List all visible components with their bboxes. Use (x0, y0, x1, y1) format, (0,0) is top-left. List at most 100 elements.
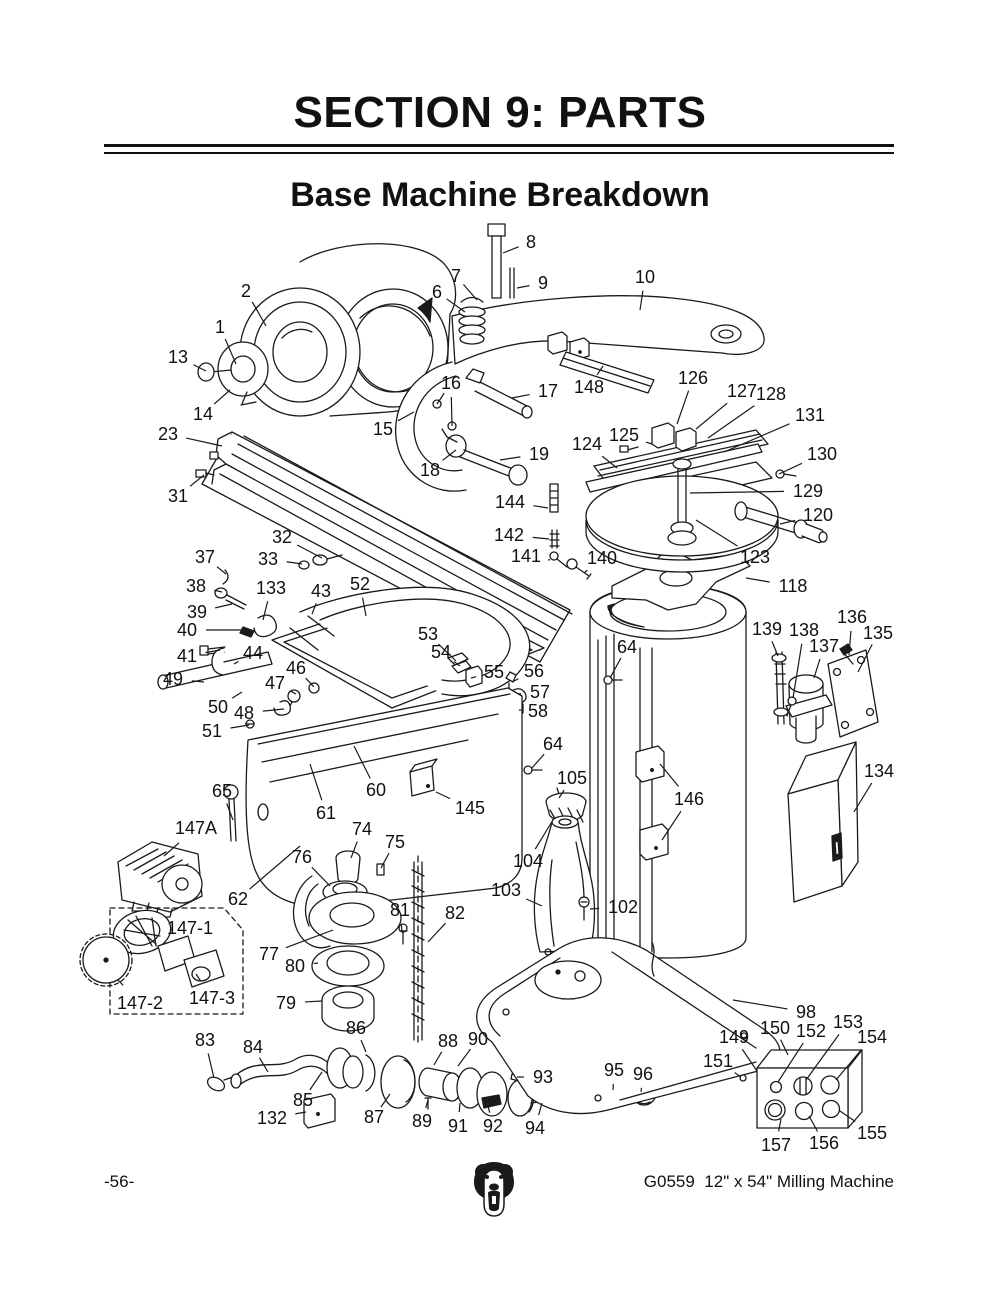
part-callout-136: 136 (836, 607, 868, 627)
part-callout-90: 90 (467, 1029, 489, 1049)
part-callout-58: 58 (527, 701, 549, 721)
part-callout-46: 46 (285, 658, 307, 678)
part-callout-43: 43 (310, 581, 332, 601)
part-callout-127: 127 (726, 381, 758, 401)
part-callout-151: 151 (702, 1051, 734, 1071)
head-assembly (197, 243, 457, 417)
part-callout-85: 85 (292, 1090, 314, 1110)
part-callout-57: 57 (529, 682, 551, 702)
part-callout-120: 120 (802, 505, 834, 525)
part-callout-124: 124 (571, 434, 603, 454)
part-callout-14: 14 (192, 404, 214, 424)
machine-base (476, 937, 781, 1115)
part-callout-9: 9 (537, 273, 549, 293)
part-callout-83: 83 (194, 1030, 216, 1050)
page-number: -56- (104, 1172, 135, 1191)
part-callout-17: 17 (537, 381, 559, 401)
part-callout-54: 54 (430, 642, 452, 662)
part-callout-131: 131 (794, 405, 826, 425)
grizzly-bear-logo (474, 1162, 514, 1217)
part-callout-150: 150 (759, 1018, 791, 1038)
part-callout-133: 133 (255, 578, 287, 598)
part-callout-38: 38 (185, 576, 207, 596)
part-callout-16: 16 (440, 373, 462, 393)
part-callout-157: 157 (760, 1135, 792, 1155)
part-callout-47: 47 (264, 673, 286, 693)
part-callout-105: 105 (556, 768, 588, 788)
part-callout-102: 102 (607, 897, 639, 917)
part-callout-64: 64 (616, 637, 638, 657)
part-callout-153: 153 (832, 1012, 864, 1032)
motor-and-fan-kit (79, 841, 244, 1015)
top-fasteners (458, 223, 515, 345)
part-callout-103: 103 (490, 880, 522, 900)
part-callout-31: 31 (167, 486, 189, 506)
part-callout-62: 62 (227, 889, 249, 909)
part-callout-147-2: 147-2 (116, 993, 164, 1013)
part-callout-7: 7 (450, 266, 462, 286)
part-callout-88: 88 (437, 1031, 459, 1051)
part-callout-145: 145 (454, 798, 486, 818)
part-callout-138: 138 (788, 620, 820, 640)
part-callout-40: 40 (176, 620, 198, 640)
part-callout-125: 125 (608, 425, 640, 445)
title-divider (104, 144, 894, 154)
part-callout-140: 140 (586, 548, 618, 568)
part-callout-134: 134 (863, 761, 895, 781)
part-callout-91: 91 (447, 1116, 469, 1136)
part-callout-10: 10 (634, 267, 656, 287)
part-callout-118: 118 (778, 576, 808, 596)
part-callout-1: 1 (214, 317, 226, 337)
part-callout-64: 64 (542, 734, 564, 754)
part-callout-94: 94 (524, 1118, 546, 1138)
part-callout-155: 155 (856, 1123, 888, 1143)
part-callout-19: 19 (528, 444, 550, 464)
part-callout-52: 52 (349, 574, 371, 594)
part-callout-60: 60 (365, 780, 387, 800)
part-callout-53: 53 (417, 624, 439, 644)
part-callout-75: 75 (384, 832, 406, 852)
swivel-vise-assembly (549, 422, 828, 580)
part-callout-48: 48 (233, 703, 255, 723)
part-callout-147-1: 147-1 (166, 918, 214, 938)
part-callout-154: 154 (856, 1027, 888, 1047)
part-callout-89: 89 (411, 1111, 433, 1131)
part-callout-126: 126 (677, 368, 709, 388)
part-callout-84: 84 (242, 1037, 264, 1057)
part-callout-148: 148 (573, 377, 605, 397)
diagram-title: Base Machine Breakdown (290, 176, 710, 214)
part-callout-147A: 147A (174, 818, 218, 838)
part-callout-87: 87 (363, 1107, 385, 1127)
part-callout-41: 41 (176, 646, 198, 666)
part-callout-37: 37 (194, 547, 216, 567)
part-callout-2: 2 (240, 281, 252, 301)
part-callout-50: 50 (207, 697, 229, 717)
part-callout-81: 81 (389, 900, 411, 920)
part-callout-130: 130 (806, 444, 838, 464)
knee (223, 687, 523, 1047)
part-callout-74: 74 (351, 819, 373, 839)
part-callout-132: 132 (256, 1108, 288, 1128)
part-callout-139: 139 (751, 619, 783, 639)
part-callout-156: 156 (808, 1133, 840, 1153)
part-callout-135: 135 (862, 623, 894, 643)
page-title: SECTION 9: PARTS (293, 88, 707, 137)
part-callout-33: 33 (257, 549, 279, 569)
part-callout-137: 137 (808, 636, 840, 656)
part-callout-152: 152 (795, 1021, 827, 1041)
part-callout-144: 144 (494, 492, 526, 512)
part-callout-23: 23 (157, 424, 179, 444)
ram-overarm (394, 295, 765, 492)
part-callout-96: 96 (632, 1064, 654, 1084)
column (523, 505, 751, 959)
column-bottom-parts (533, 787, 596, 953)
part-callout-93: 93 (532, 1067, 554, 1087)
part-callout-76: 76 (291, 847, 313, 867)
part-callout-80: 80 (284, 956, 306, 976)
part-callout-149: 149 (718, 1027, 750, 1047)
part-callout-104: 104 (512, 851, 544, 871)
part-callout-55: 55 (483, 662, 505, 682)
small-hardware-left (199, 569, 278, 656)
